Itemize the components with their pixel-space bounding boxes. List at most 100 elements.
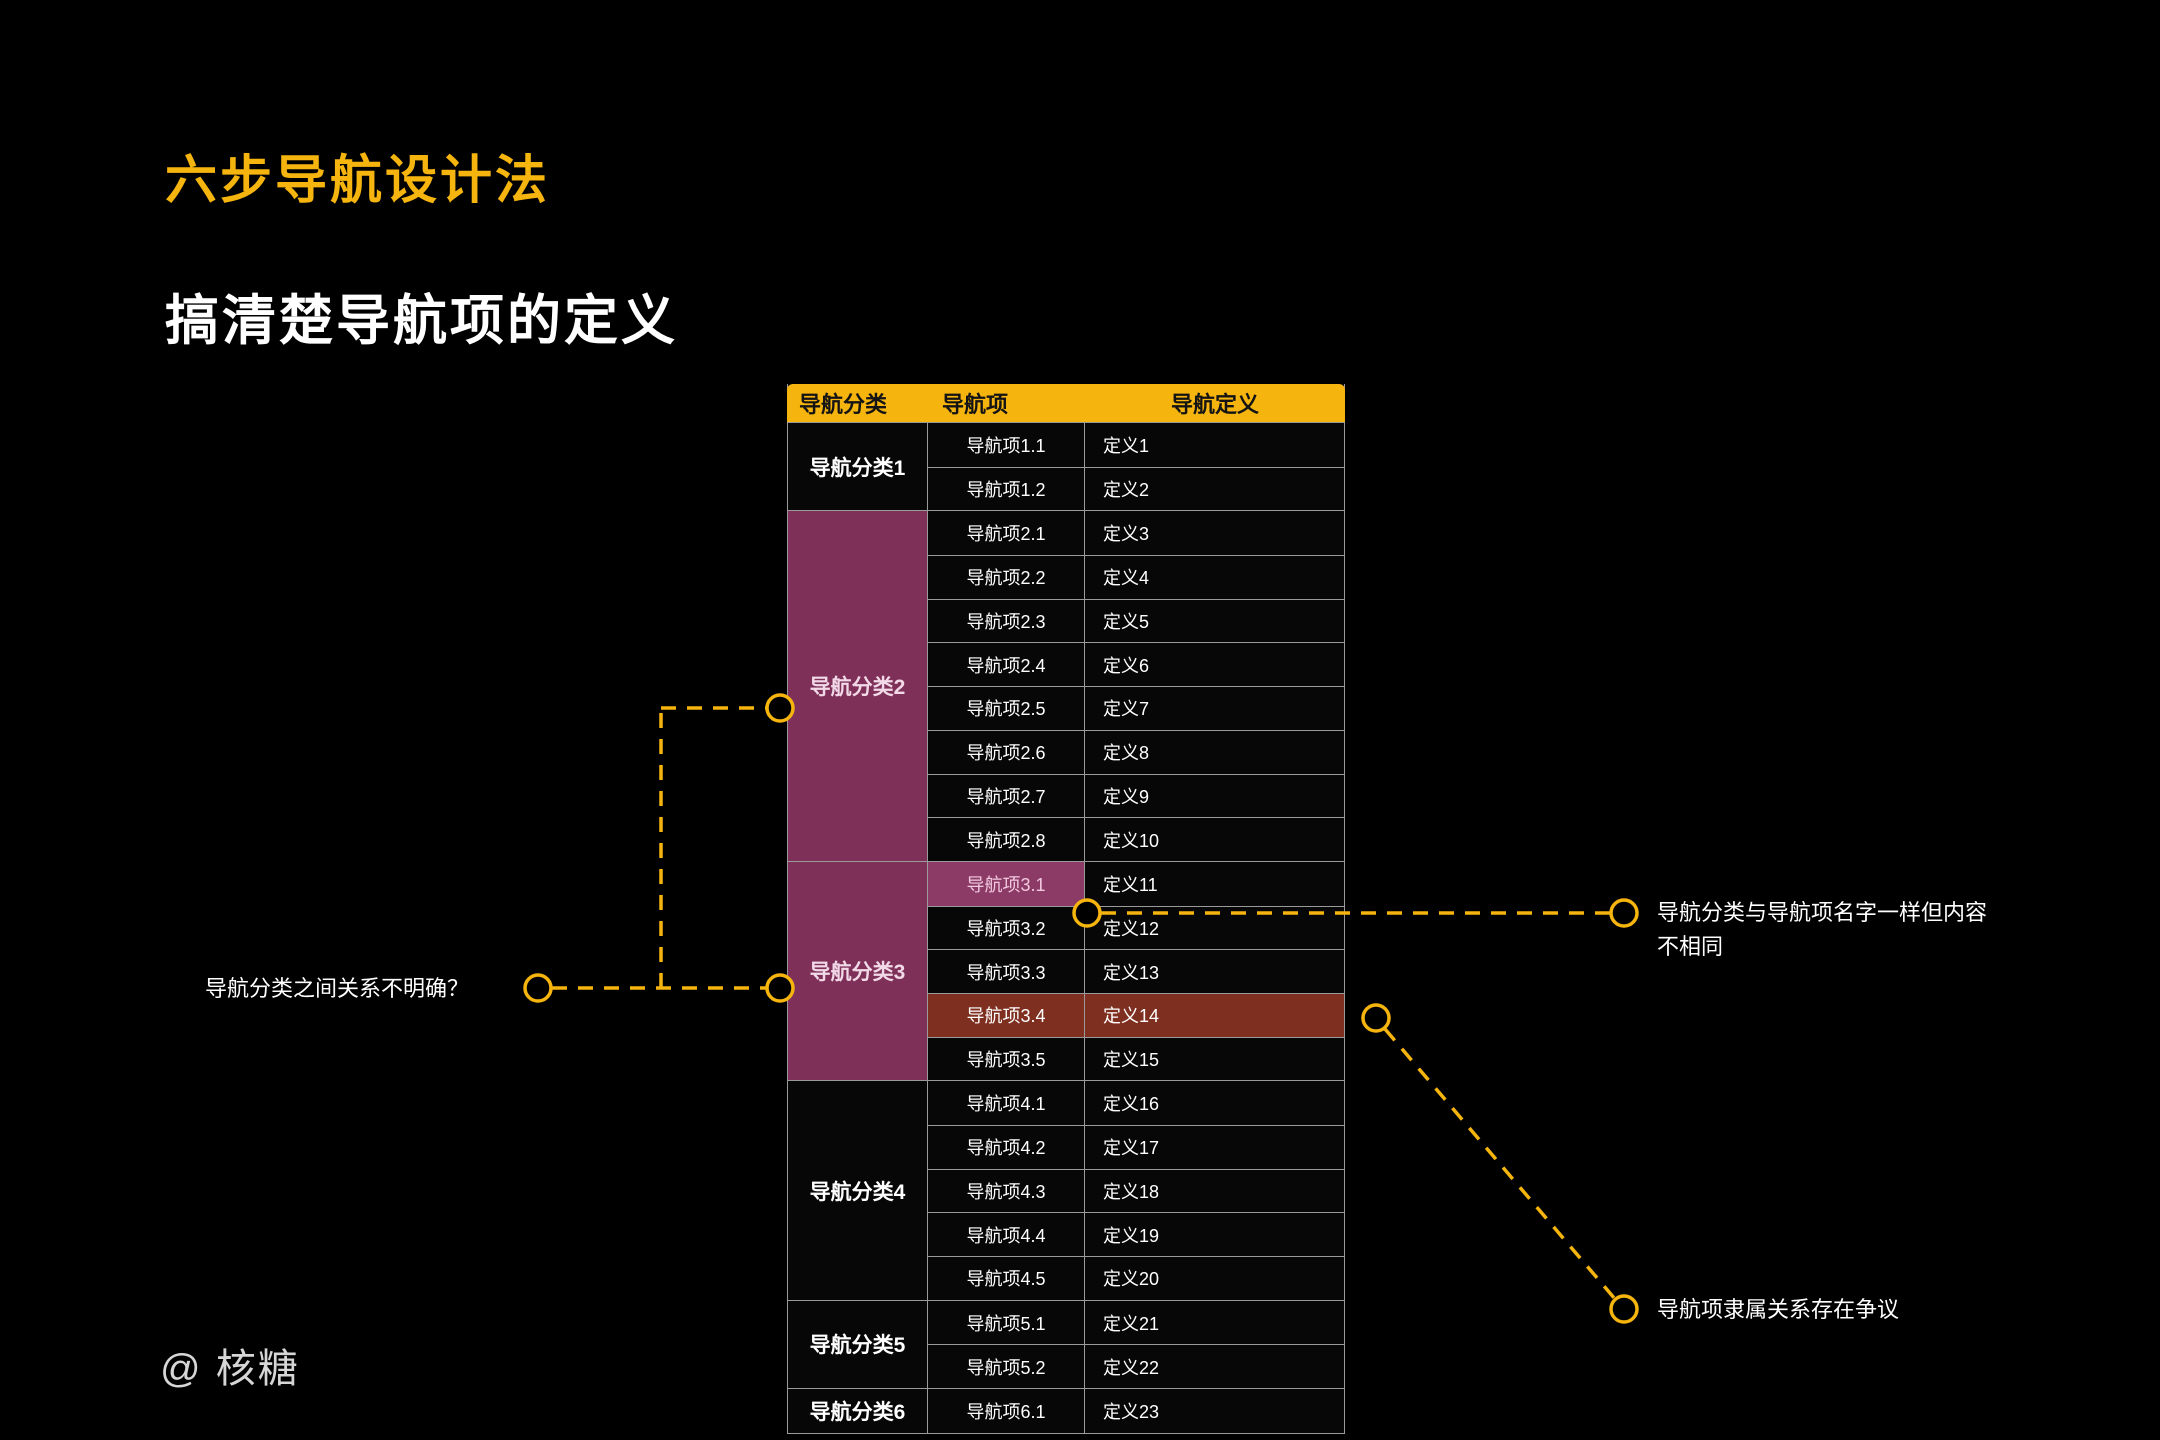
- definition-cell: 定义20: [1103, 1269, 1160, 1290]
- table-row: 导航项2.4 定义6: [928, 642, 1344, 687]
- nav-item-cell: 导航项2.5: [928, 687, 1085, 730]
- table-row: 导航项2.5 定义7: [928, 686, 1344, 730]
- definition-cell: 定义7: [1103, 699, 1150, 720]
- page-subtitle: 搞清楚导航项的定义: [165, 291, 678, 351]
- table-row: 导航项2.6 定义8: [928, 729, 1344, 774]
- right-bottom-annotation-anchor-circle: [1609, 1294, 1639, 1324]
- definition-cell: 定义1: [1103, 435, 1150, 456]
- right-top-annotation-anchor-circle: [1609, 898, 1639, 928]
- category-cell: 导航分类2: [788, 511, 928, 861]
- nav-item-cell: 导航项2.7: [928, 774, 1085, 818]
- table-row: 导航项4.1 定义16: [928, 1081, 1344, 1125]
- nav-item-cell: 导航项3.3: [928, 950, 1085, 993]
- definition-cell: 定义18: [1103, 1182, 1160, 1203]
- header-category: 导航分类: [799, 392, 888, 417]
- nav-item-cell: 导航项4.4: [928, 1213, 1085, 1257]
- table-row: 导航项2.7 定义9: [928, 773, 1344, 818]
- definition-cell: 定义16: [1103, 1094, 1160, 1115]
- definition-cell: 定义3: [1103, 524, 1150, 545]
- nav-item-cell: 导航项3.1: [928, 861, 1085, 906]
- nav-item-cell: 导航项3.2: [928, 906, 1085, 950]
- category-cell: 导航分类4: [788, 1081, 928, 1300]
- table-row: 导航项3.1 定义11: [928, 861, 1344, 906]
- definition-cell: 定义17: [1103, 1138, 1160, 1159]
- nav-item-cell: 导航项2.1: [928, 511, 1085, 556]
- definition-cell: 定义12: [1103, 918, 1160, 939]
- category-cell: 导航分类5: [788, 1300, 928, 1389]
- nav-item-cell: 导航项2.4: [928, 643, 1085, 687]
- header-item: 导航项: [942, 392, 1009, 417]
- table-row: 导航项4.3 定义18: [928, 1168, 1344, 1213]
- page-title: 六步导航设计法: [165, 152, 551, 210]
- table-row: 导航项2.8 定义10: [928, 817, 1344, 861]
- category-rows: 导航项6.1 定义23: [928, 1389, 1344, 1433]
- table-header-row: 导航分类 导航项 导航定义: [787, 384, 1345, 422]
- definition-cell: 定义2: [1103, 480, 1150, 501]
- definition-cell: 定义23: [1103, 1401, 1160, 1422]
- nav-item-cell: 导航项3.4: [928, 993, 1085, 1037]
- watermark: @ 核糖: [160, 1347, 300, 1391]
- nav-item-cell: 导航项2.6: [928, 730, 1085, 774]
- nav-item-cell: 导航项1.2: [928, 467, 1085, 511]
- nav-item-cell: 导航项3.5: [928, 1037, 1085, 1081]
- category-cell: 导航分类6: [788, 1389, 928, 1433]
- table-row: 导航项5.1 定义21: [928, 1300, 1344, 1345]
- definition-cell: 定义19: [1103, 1225, 1160, 1246]
- table-row: 导航项3.5 定义15: [928, 1036, 1344, 1081]
- table-row: 导航项4.4 定义19: [928, 1212, 1344, 1257]
- table-row: 导航项3.4 定义14: [928, 992, 1344, 1037]
- definition-cell: 定义10: [1103, 830, 1160, 851]
- annotation-right-bottom: 导航项隶属关系存在争议: [1657, 1297, 1900, 1322]
- definition-cell: 定义8: [1103, 743, 1150, 764]
- definition-cell: 定义15: [1103, 1049, 1160, 1070]
- category-cell: 导航分类1: [788, 423, 928, 511]
- definition-cell: 定义4: [1103, 568, 1150, 589]
- nav-item-cell: 导航项4.2: [928, 1126, 1085, 1169]
- nav-item-cell: 导航项5.1: [928, 1300, 1085, 1345]
- annotation-left: 导航分类之间关系不明确？: [205, 976, 470, 1001]
- row34-anchor-circle: [1361, 1003, 1391, 1033]
- table-row: 导航项3.3 定义13: [928, 949, 1344, 993]
- table-row: 导航项2.1 定义3: [928, 511, 1344, 556]
- table-row: 导航项4.2 定义17: [928, 1125, 1344, 1169]
- annotation-right-top: 导航分类与导航项名字一样但内容不相同: [1657, 900, 1988, 959]
- definition-cell: 定义14: [1103, 1006, 1160, 1027]
- table-row: 导航项4.5 定义20: [928, 1256, 1344, 1300]
- table-row: 导航项1.1 定义1: [928, 423, 1344, 467]
- definition-cell: 定义9: [1103, 786, 1150, 807]
- table-row: 导航项1.2 定义2: [928, 466, 1344, 511]
- table-row: 导航项3.2 定义12: [928, 905, 1344, 950]
- category-cell: 导航分类3: [788, 861, 928, 1081]
- nav-item-cell: 导航项2.3: [928, 599, 1085, 643]
- definition-cell: 定义6: [1103, 655, 1150, 676]
- table-row: 导航项2.3 定义5: [928, 598, 1344, 643]
- definition-cell: 定义5: [1103, 612, 1150, 633]
- right-bottom-annotation-line: [1383, 1027, 1617, 1301]
- definition-cell: 定义13: [1103, 962, 1160, 983]
- nav-item-cell: 导航项1.1: [928, 423, 1085, 467]
- header-definition: 导航定义: [1170, 392, 1259, 417]
- nav-item-cell: 导航项4.3: [928, 1169, 1085, 1213]
- nav-item-cell: 导航项4.1: [928, 1081, 1085, 1125]
- definition-cell: 定义21: [1103, 1313, 1160, 1334]
- nav-item-cell: 导航项4.5: [928, 1257, 1085, 1300]
- category-rows: 导航项4.1 定义16 导航项4.2 定义17 导航项4.3 定义18 导航项4.4 定义19…: [928, 1081, 1344, 1300]
- definition-cell: 定义11: [1103, 874, 1158, 895]
- category-rows: 导航项3.1 定义11 导航项3.2 定义12 导航项3.3 定义13 导航项3.4 定义14…: [928, 861, 1344, 1081]
- nav-item-cell: 导航项2.8: [928, 818, 1085, 861]
- nav-item-cell: 导航项6.1: [928, 1389, 1085, 1433]
- category-rows: 导航项1.1 定义1 导航项1.2 定义2: [928, 423, 1344, 511]
- definition-cell: 定义22: [1103, 1357, 1160, 1378]
